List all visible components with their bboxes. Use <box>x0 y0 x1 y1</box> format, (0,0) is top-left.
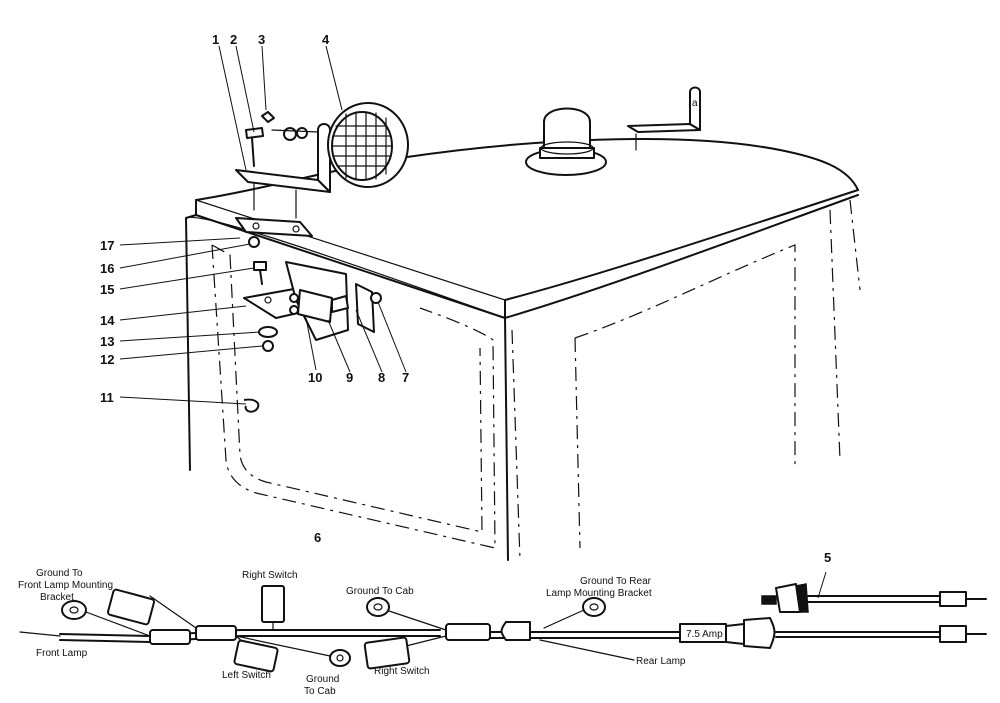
label-ground-front-3: Bracket <box>40 592 74 603</box>
label-ground-cab-top: Ground To Cab <box>346 586 414 597</box>
callout-5: 5 <box>824 550 831 565</box>
label-rear-lamp: Rear Lamp <box>636 656 686 667</box>
callout-14: 14 <box>100 313 115 328</box>
wiring-harness: 7.5 Amp <box>19 583 987 673</box>
cab-side-wall <box>511 199 861 561</box>
label-front-lamp: Front Lamp <box>36 648 88 659</box>
label-ground-front-1: Ground To <box>36 568 83 579</box>
label-ground-cab-bottom-2: To Cab <box>304 686 336 697</box>
roof-mount-plate <box>235 217 313 237</box>
label-ground-rear-2: Lamp Mounting Bracket <box>546 588 652 599</box>
bracket-mark: a <box>692 98 698 109</box>
rear-lamp-bracket: a <box>627 86 701 151</box>
harness-labels: Ground To Front Lamp Mounting Bracket Fr… <box>18 568 686 697</box>
beacon-lamp <box>525 107 607 176</box>
callout-12: 12 <box>100 352 114 367</box>
label-ground-front-2: Front Lamp Mounting <box>18 580 113 591</box>
callout-6: 6 <box>314 530 321 545</box>
callout-9: 9 <box>346 370 353 385</box>
toggle-switch <box>289 289 349 323</box>
callout-8: 8 <box>378 370 385 385</box>
callout-7: 7 <box>402 370 409 385</box>
callout-13: 13 <box>100 334 114 349</box>
callout-3: 3 <box>258 32 265 47</box>
callout-10: 10 <box>308 370 322 385</box>
label-ground-rear-1: Ground To Rear <box>580 576 652 587</box>
label-left-switch: Left Switch <box>222 670 271 681</box>
lamp-grille <box>332 111 392 181</box>
callout-16: 16 <box>100 261 114 276</box>
label-right-switch-top: Right Switch <box>242 570 298 581</box>
front-work-lamp <box>327 102 409 188</box>
label-right-switch-bottom: Right Switch <box>374 666 430 677</box>
fuse-label: 7.5 Amp <box>686 629 723 640</box>
callout-17: 17 <box>100 238 114 253</box>
callout-11: 11 <box>100 390 114 405</box>
callout-4: 4 <box>322 32 330 47</box>
label-ground-cab-bottom-1: Ground <box>306 674 339 685</box>
lamp-mount-hardware <box>245 111 319 167</box>
switch-hardware <box>243 236 278 413</box>
cab-front-window <box>211 244 496 549</box>
callout-15: 15 <box>100 282 114 297</box>
callout-numbers: 1 2 3 4 5 6 7 8 9 10 11 12 13 14 15 16 1… <box>100 32 831 565</box>
callout-leaders <box>119 45 827 599</box>
callout-2: 2 <box>230 32 237 47</box>
callout-1: 1 <box>212 32 219 47</box>
cab-front-wall <box>185 214 509 561</box>
rear-switch-plate <box>355 283 382 333</box>
